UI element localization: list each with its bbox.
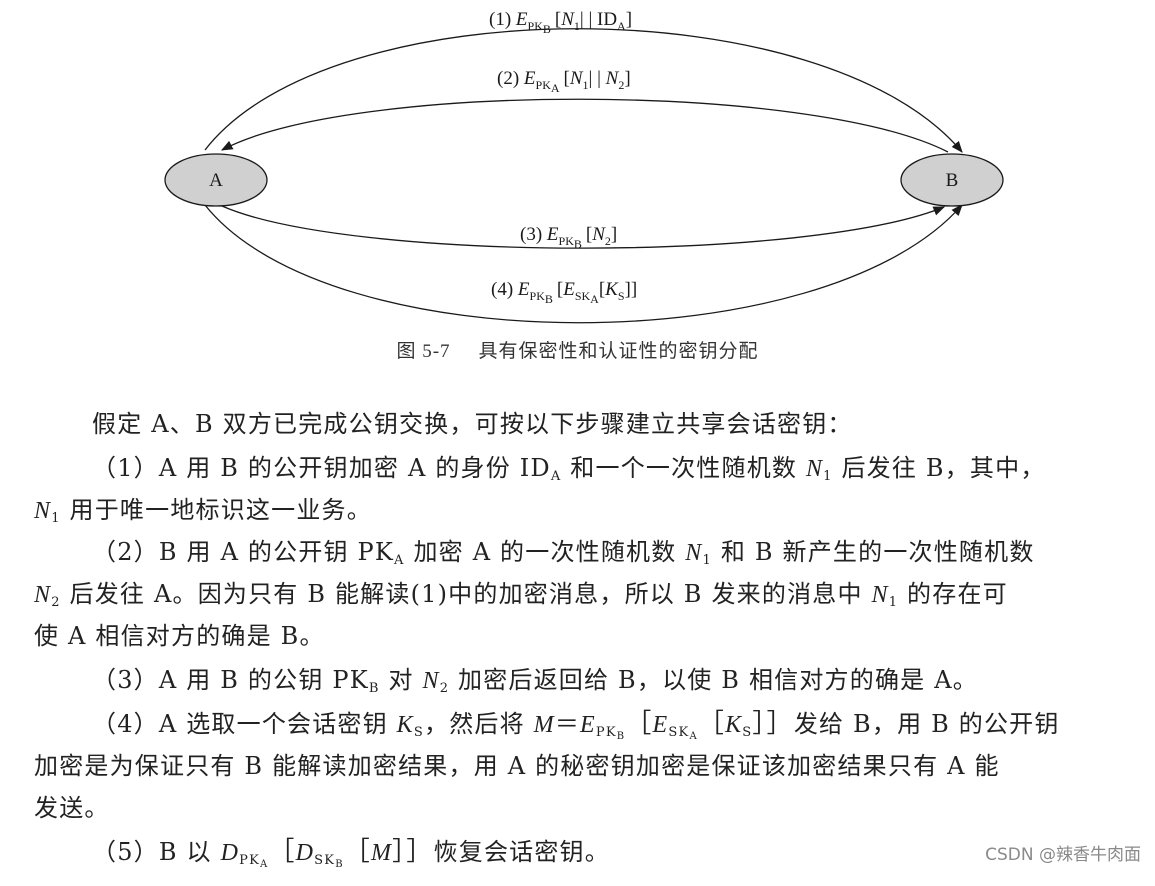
step1-line1: （1）A 用 B 的公开钥加密 A 的身份 IDA 和一个一次性随机数 N1 后…	[92, 454, 1046, 484]
step5-line1: （5）B 以 DPKA［DSKB［M］］恢复会话密钥。	[92, 837, 610, 870]
intro-paragraph: 假定 A、B 双方已完成公钥交换，可按以下步骤建立共享会话密钥：	[92, 410, 853, 438]
msg2-label: (2) EPKA[N1| | N2]	[497, 68, 631, 95]
step3-line1: （3）A 用 B 的公钥 PKB 对 N2 加密后返回给 B，以使 B 相信对方…	[92, 666, 978, 696]
node-b-label: B	[946, 170, 959, 191]
msg1-label: (1) EPKB[N1| | IDA]	[489, 9, 632, 36]
arrow-msg3	[221, 205, 946, 249]
node-a	[164, 153, 268, 207]
step1-line2: N1 用于唯一地标识这一业务。	[34, 496, 372, 526]
figure-title: 具有保密性和认证性的密钥分配	[478, 340, 759, 362]
step4-line2: 加密是为保证只有 B 能解读加密结果，用 A 的秘密钥加密是保证该加密结果只有 …	[34, 752, 1000, 780]
arrow-msg4	[204, 204, 963, 324]
figure-number: 图 5-7	[396, 341, 451, 362]
msg4-label: (4) EPKB[ESKA[KS]]	[491, 279, 637, 306]
csdn-watermark: CSDN @辣香牛肉面	[985, 845, 1141, 865]
step2-line3: 使 A 相信对方的确是 B。	[34, 622, 325, 650]
figure-caption: 图 5-7 具有保密性和认证性的密钥分配	[0, 336, 1155, 363]
step4-line3: 发送。	[34, 794, 110, 822]
step2-line1: （2）B 用 A 的公开钥 PKA 加密 A 的一次性随机数 N1 和 B 新产…	[92, 538, 1035, 568]
arrow-msg1	[204, 28, 963, 153]
node-a-label: A	[209, 170, 223, 191]
step2-line2: N2 后发往 A。因为只有 B 能解读(1)中的加密消息，所以 B 发来的消息中…	[34, 580, 1008, 610]
node-b	[900, 153, 1004, 207]
key-distribution-diagram: A B (1) EPKB[N1| | IDA] (2) EPKA[N1| | N…	[164, 9, 1004, 324]
step4-line1: （4）A 选取一个会话密钥 KS，然后将 M＝EPKB［ESKA［KS］］发给 …	[92, 709, 1060, 742]
arrow-msg2	[220, 98, 949, 153]
msg3-label: (3) EPKB[N2]	[520, 224, 617, 251]
